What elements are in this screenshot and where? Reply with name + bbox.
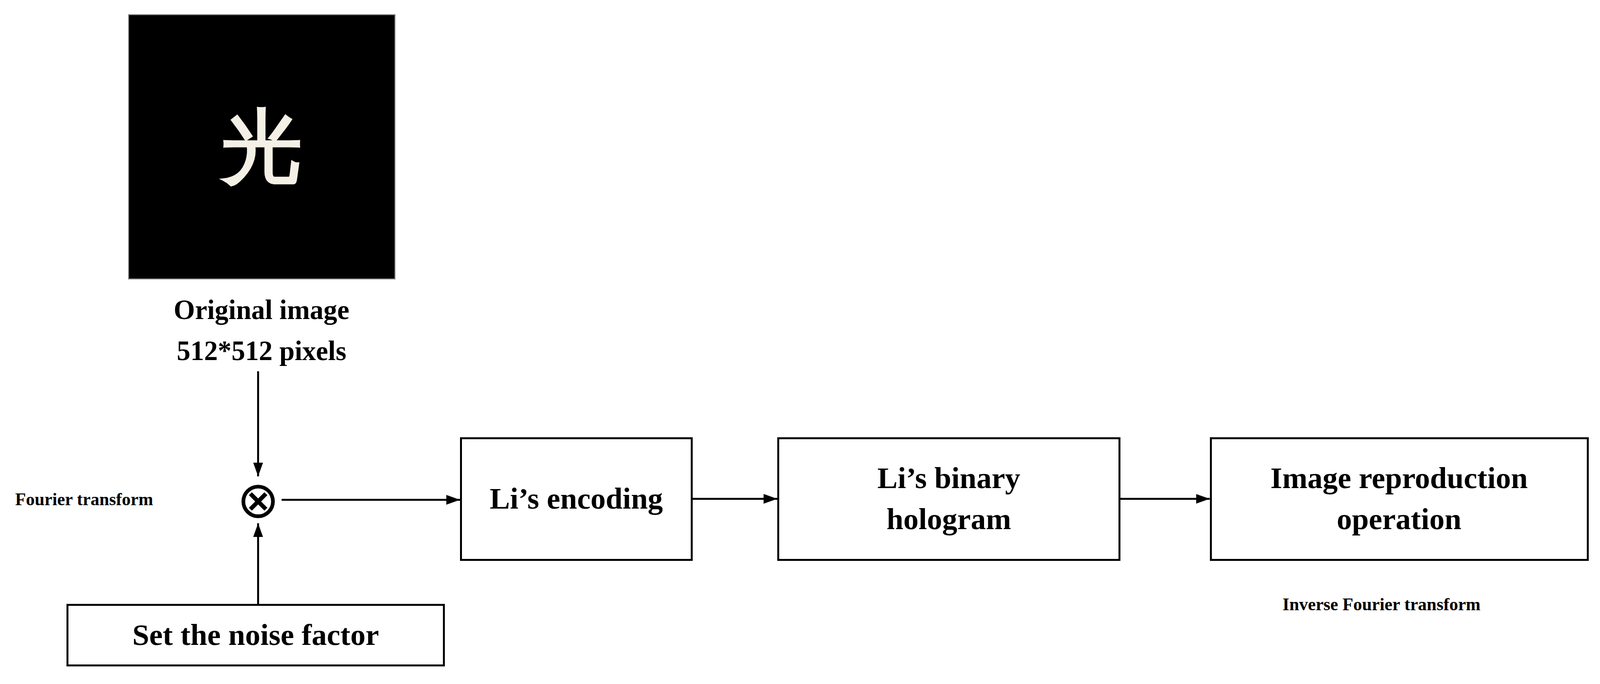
process-box: Set the noise factor — [66, 604, 445, 667]
process-box: Image reproduction operation — [1209, 437, 1589, 562]
annotation-label: Fourier transform — [15, 489, 154, 511]
image-frame: 光 — [128, 14, 396, 280]
box-label: Image reproduction operation — [1237, 458, 1561, 540]
flow-arrow — [281, 499, 461, 502]
annotation-label: Inverse Fourier transform — [1282, 594, 1481, 616]
box-label: Li’s encoding — [489, 478, 663, 520]
process-box: Li’s binary hologram — [777, 437, 1121, 562]
image-panel: 光 Original image 512*512 pixels — [128, 14, 396, 372]
process-box: Li’s encoding — [460, 437, 693, 562]
multiply-symbol: ⊗ — [234, 476, 282, 524]
image-character: 光 — [221, 106, 303, 188]
box-label: Set the noise factor — [132, 614, 379, 657]
flow-arrow — [692, 498, 778, 501]
flow-arrow — [1120, 498, 1210, 501]
flow-arrow — [257, 371, 260, 477]
flow-arrow — [257, 523, 260, 605]
image-caption: Original image 512*512 pixels — [144, 289, 379, 372]
operator-symbol: ⊗ — [236, 474, 280, 526]
box-label: Li’s binary hologram — [841, 458, 1057, 540]
